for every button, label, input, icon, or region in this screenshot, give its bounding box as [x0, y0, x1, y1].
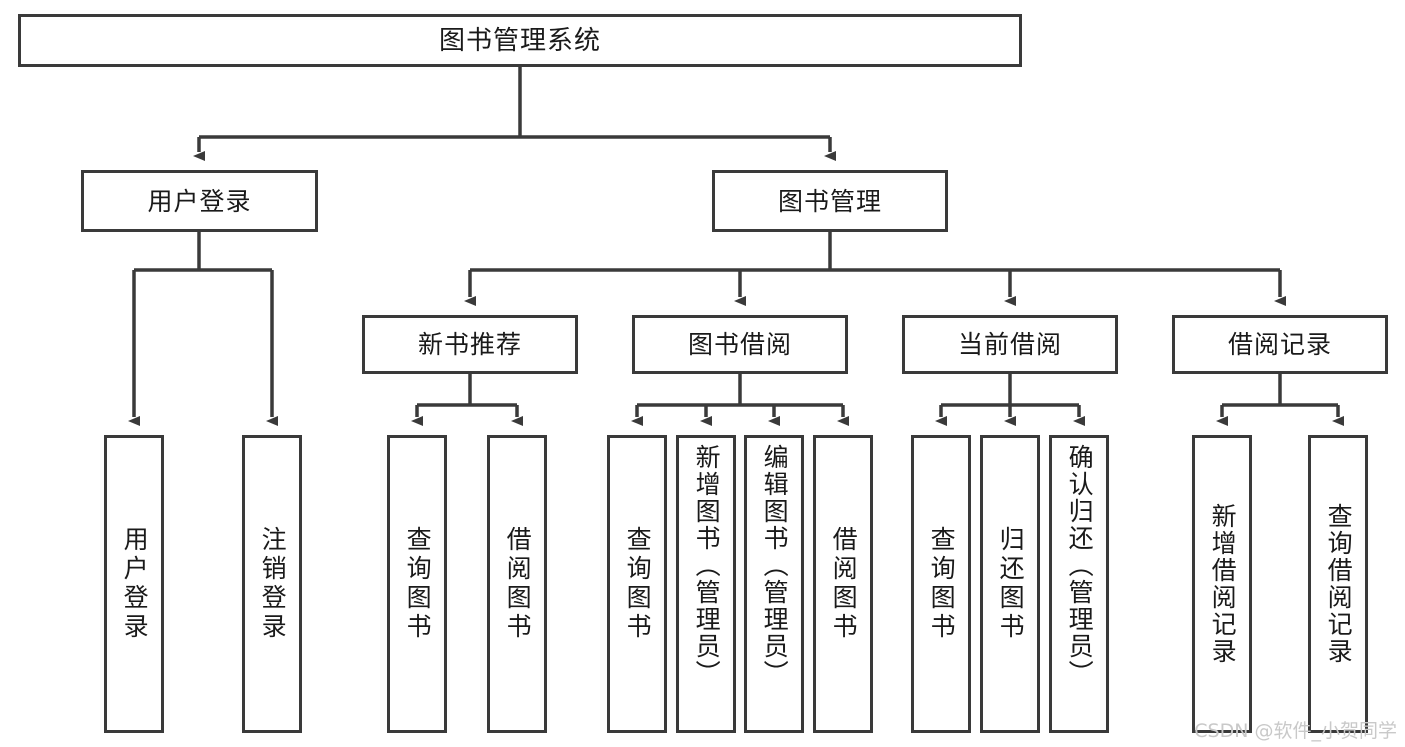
node-leaf-borrow-book-1[interactable]: 借阅图书 — [487, 435, 547, 733]
node-user-login[interactable]: 用户登录 — [81, 170, 318, 232]
node-leaf-borrow-book-2-label: 借阅图书 — [829, 526, 859, 642]
node-leaf-user-login[interactable]: 用户登录 — [104, 435, 164, 733]
node-borrow-record-label: 借阅记录 — [1227, 330, 1332, 359]
node-leaf-return-book[interactable]: 归还图书 — [980, 435, 1040, 733]
node-leaf-query-book-3[interactable]: 查询图书 — [911, 435, 971, 733]
node-borrow-record[interactable]: 借阅记录 — [1172, 315, 1388, 374]
node-leaf-borrow-book-1-label: 借阅图书 — [503, 526, 533, 642]
node-leaf-edit-book-label: 编辑图书（管理员） — [760, 444, 790, 687]
node-leaf-add-book-label: 新增图书（管理员） — [692, 444, 722, 687]
node-book-management-label: 图书管理 — [777, 186, 882, 216]
node-leaf-query-book-2[interactable]: 查询图书 — [607, 435, 667, 733]
node-leaf-add-book[interactable]: 新增图书（管理员） — [676, 435, 736, 733]
node-leaf-query-record[interactable]: 查询借阅记录 — [1308, 435, 1368, 733]
node-leaf-logout-login-label: 注销登录 — [258, 526, 288, 642]
node-leaf-confirm-return[interactable]: 确认归还（管理员） — [1049, 435, 1109, 733]
node-leaf-query-book-3-label: 查询图书 — [927, 526, 957, 642]
node-leaf-add-record[interactable]: 新增借阅记录 — [1192, 435, 1252, 733]
node-current-borrow[interactable]: 当前借阅 — [902, 315, 1118, 374]
node-leaf-query-book-1[interactable]: 查询图书 — [387, 435, 447, 733]
node-book-borrow-label: 图书借阅 — [687, 330, 792, 359]
node-leaf-add-record-label: 新增借阅记录 — [1208, 503, 1238, 665]
node-leaf-return-book-label: 归还图书 — [996, 526, 1026, 642]
node-book-management[interactable]: 图书管理 — [712, 170, 948, 232]
node-leaf-confirm-return-label: 确认归还（管理员） — [1065, 444, 1095, 687]
node-leaf-query-book-2-label: 查询图书 — [623, 526, 653, 642]
watermark: CSDN @软件_小贺同学 — [1194, 720, 1397, 742]
node-leaf-borrow-book-2[interactable]: 借阅图书 — [813, 435, 873, 733]
node-current-borrow-label: 当前借阅 — [957, 330, 1062, 359]
node-leaf-query-book-1-label: 查询图书 — [403, 526, 433, 642]
node-user-login-label: 用户登录 — [147, 186, 252, 216]
node-root-label: 图书管理系统 — [438, 25, 601, 56]
node-new-book-recommend[interactable]: 新书推荐 — [362, 315, 578, 374]
node-root[interactable]: 图书管理系统 — [18, 14, 1022, 67]
node-leaf-user-login-label: 用户登录 — [120, 526, 150, 642]
node-leaf-edit-book[interactable]: 编辑图书（管理员） — [744, 435, 804, 733]
node-leaf-query-record-label: 查询借阅记录 — [1324, 503, 1354, 665]
node-leaf-logout-login[interactable]: 注销登录 — [242, 435, 302, 733]
node-new-book-recommend-label: 新书推荐 — [417, 330, 522, 359]
node-book-borrow[interactable]: 图书借阅 — [632, 315, 848, 374]
